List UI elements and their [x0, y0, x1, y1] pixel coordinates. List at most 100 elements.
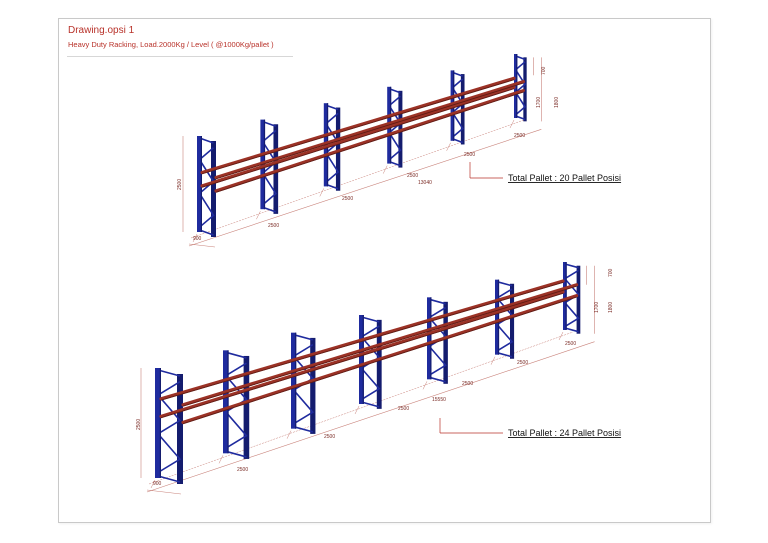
bay-tick [218, 455, 224, 464]
front-beam-level-2 [159, 279, 565, 401]
upright-post-back [211, 141, 216, 237]
lower-bay-width-1: 2500 [237, 467, 248, 473]
front-beam-level-2-shadow [201, 79, 515, 175]
upright-bottom-tie [429, 376, 446, 383]
upper-height-side-label: 1800 [554, 97, 560, 108]
bay-dimension-line [148, 331, 574, 485]
upright-bottom-tie [496, 351, 513, 358]
upright-post-front [359, 315, 364, 404]
bay-tick [382, 165, 388, 174]
upright-post-edge [516, 54, 518, 118]
upright-post-edge [263, 119, 266, 210]
upper-bay-width-2: 2500 [342, 196, 353, 202]
upright-top-tie [157, 369, 181, 377]
upright-top-tie [564, 263, 579, 269]
lower-bay-width-3: 2500 [398, 406, 409, 412]
upright-post-back [335, 107, 341, 191]
upright-post-back [243, 355, 250, 459]
bay-tick [509, 119, 515, 129]
upright-post-front [291, 332, 297, 429]
back-beam-level-1-shadow [182, 296, 577, 425]
front-beam-level-2-shadow [160, 282, 564, 401]
upright-post-back [177, 374, 183, 484]
lower-height-upper-label: 700 [608, 268, 614, 277]
back-beam-level-2-shadow [182, 285, 577, 407]
upright-post-front [223, 350, 229, 454]
upper-depth-label: 900 [193, 236, 202, 242]
upright-bracing [156, 381, 182, 474]
upper-back-frame-6 [514, 54, 527, 122]
upper-bay-width-5: 2500 [514, 133, 525, 139]
back-beam-level-1 [181, 294, 579, 424]
upright-post-front [495, 279, 500, 355]
back-beam-level-2 [181, 283, 579, 407]
upper-back-frame-1 [197, 136, 216, 237]
upright-post-back [443, 301, 448, 384]
upper-rack: 2500 900 700 1700 1800 2500 2500 2500 25… [177, 54, 621, 248]
back-beam-level-2-shadow [215, 82, 524, 180]
bay-tick [490, 356, 496, 365]
lower-rack-dimensions [140, 265, 595, 495]
upright-bottom-tie [361, 401, 380, 408]
upright-top-tie [496, 280, 513, 287]
lower-depth-label: 900 [153, 481, 162, 487]
upright-post-front [427, 297, 432, 380]
lower-bay-width-5: 2500 [517, 360, 528, 366]
upper-bay-width-4: 2500 [464, 152, 475, 158]
bay-tick [319, 188, 325, 197]
depth-dimension-line [188, 243, 216, 248]
bay-tick [558, 331, 564, 341]
bay-tick [422, 381, 428, 390]
lower-rack-beams [159, 279, 579, 425]
upright-post-back [310, 337, 316, 434]
upright-post-back [273, 124, 279, 214]
upright-post-front [514, 54, 518, 118]
front-beam-level-1 [200, 85, 516, 188]
upper-height-total-label: 2500 [177, 179, 183, 190]
upright-top-tie [429, 298, 446, 305]
lower-height-level-label: 1700 [594, 302, 600, 313]
lower-rack-back-frames [155, 262, 581, 484]
upright-post-edge [295, 332, 297, 429]
lower-bay-width-6: 2500 [565, 341, 576, 347]
depth-dimension-line [146, 489, 182, 495]
upright-post-back [523, 57, 527, 122]
back-beam-level-2 [214, 80, 525, 180]
lower-total-length-label: 15550 [432, 397, 446, 403]
upright-post-front [197, 136, 202, 232]
upright-bottom-tie [225, 450, 247, 458]
front-beam-level-1 [159, 290, 565, 418]
upright-post-edge [565, 262, 567, 330]
bay-dimension-line [190, 119, 525, 239]
bay-tick [446, 142, 451, 151]
upright-top-tie [225, 351, 247, 359]
bay-tick [256, 211, 261, 220]
upright-bottom-tie [157, 475, 181, 483]
lower-rack: 2500 900 700 1700 1800 2500 2500 2500 25… [136, 262, 621, 495]
back-beam-level-1-shadow [215, 91, 524, 193]
upper-bay-width-3: 2500 [407, 173, 418, 179]
upper-bay-width-1: 2500 [268, 223, 279, 229]
bay-tick [150, 479, 156, 489]
upright-bottom-tie [564, 327, 579, 333]
upper-rack-back-frames [197, 54, 527, 237]
back-beam-level-1 [214, 89, 525, 193]
upper-height-level-label: 1700 [536, 97, 542, 108]
lower-height-side-label: 1800 [608, 302, 614, 313]
upright-post-edge [200, 136, 202, 232]
upright-bottom-tie [293, 425, 314, 433]
length-dimension-line [146, 341, 595, 493]
front-beam-level-1-shadow [160, 292, 564, 419]
upper-total-length-label: 13040 [418, 180, 432, 186]
bay-tick [192, 233, 198, 243]
lower-back-frame-5 [427, 297, 448, 384]
upright-post-back [576, 265, 581, 334]
bay-tick [286, 430, 292, 439]
upright-post-edge [362, 315, 364, 404]
upper-total-pallet-label: Total Pallet : 20 Pallet Posisi [508, 173, 621, 183]
bay-tick [354, 405, 360, 415]
front-beam-level-1-shadow [201, 88, 515, 188]
upright-top-tie [361, 316, 380, 323]
upper-height-upper-label: 700 [541, 66, 547, 75]
